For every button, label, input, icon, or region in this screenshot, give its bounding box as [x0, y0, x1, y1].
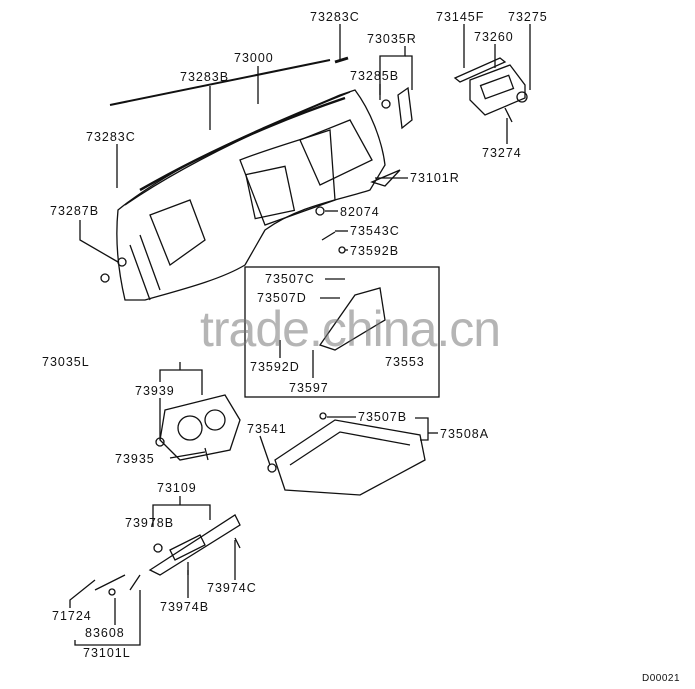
part-label-73939: 73939 — [135, 384, 175, 398]
part-label-73285b: 73285B — [350, 69, 400, 83]
part-label-73592d: 73592D — [250, 360, 300, 374]
part-label-73553: 73553 — [385, 355, 425, 369]
part-label-73274: 73274 — [482, 146, 522, 160]
watermark: trade.china.cn — [200, 301, 501, 357]
part-label-73507b: 73507B — [358, 410, 408, 424]
part-label-73974b: 73974B — [160, 600, 210, 614]
part-label-73035r: 73035R — [367, 32, 417, 46]
part-label-73283c-top: 73283C — [310, 10, 360, 24]
figure-id: D00021 — [642, 673, 681, 684]
part-label-71724: 71724 — [52, 609, 92, 623]
part-label-83608: 83608 — [85, 626, 125, 640]
small-parts — [94, 56, 528, 596]
part-label-73101r: 73101R — [410, 171, 460, 185]
part-label-73597: 73597 — [289, 381, 329, 395]
part-label-73145f: 73145F — [436, 10, 485, 24]
part-label-73283c-left: 73283C — [86, 130, 136, 144]
part-label-73101l: 73101L — [83, 646, 131, 660]
part-label-73287b: 73287B — [50, 204, 100, 218]
part-label-73507c: 73507C — [265, 272, 315, 286]
part-label-73000: 73000 — [234, 51, 274, 65]
part-label-73978b: 73978B — [125, 516, 175, 530]
part-label-82074: 82074 — [340, 205, 380, 219]
dashboard-panel-part — [109, 59, 386, 301]
part-label-73543c: 73543C — [350, 224, 400, 238]
part-label-73109: 73109 — [157, 481, 197, 495]
part-label-73935: 73935 — [115, 452, 155, 466]
part-label-73275: 73275 — [508, 10, 548, 24]
part-label-73035l: 73035L — [42, 355, 90, 369]
part-label-73507d: 73507D — [257, 291, 307, 305]
part-label-73260: 73260 — [474, 30, 514, 44]
part-label-73592b: 73592B — [350, 244, 400, 258]
part-label-73283b: 73283B — [180, 70, 230, 84]
part-label-73541: 73541 — [247, 422, 287, 436]
part-label-73508a: 73508A — [440, 427, 490, 441]
part-label-73974c: 73974C — [207, 581, 257, 595]
